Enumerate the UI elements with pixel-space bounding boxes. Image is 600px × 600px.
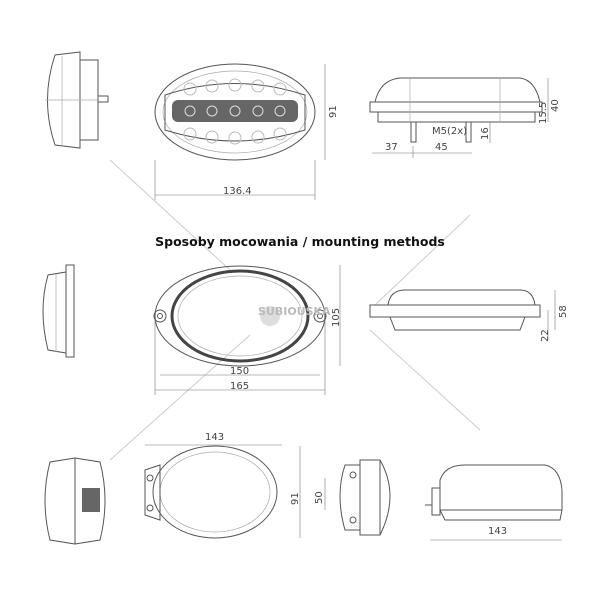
dim-outer-width: 165 <box>230 381 250 392</box>
bolt-label: M5(2x) <box>432 126 468 137</box>
dim-side-base: 15.5 <box>538 101 549 124</box>
bottom-side-view-right <box>425 464 563 541</box>
page-title: Sposoby mocowania / mounting methods <box>155 234 445 249</box>
dim-inner-width: 150 <box>230 366 250 377</box>
dim-bracket-height: 50 <box>314 491 325 504</box>
watermark: SUBIOUSKA <box>258 305 331 318</box>
top-front-view <box>154 63 326 200</box>
dim-bottom-width: 143 <box>205 432 225 443</box>
dim-middle-height: 105 <box>331 307 342 327</box>
dim-middle-side-height: 58 <box>558 305 569 318</box>
dim-bolt-spacing: 45 <box>435 142 448 153</box>
dim-side-height: 40 <box>550 99 561 112</box>
dim-front-width: 136.4 <box>223 186 252 197</box>
dim-bolt-length: 16 <box>480 127 491 140</box>
dim-bottom-height: 91 <box>290 492 301 505</box>
middle-side-view-right <box>369 289 556 340</box>
guide-lines <box>109 159 481 461</box>
bottom-front-view <box>144 444 326 539</box>
dim-middle-side-base: 22 <box>540 329 551 342</box>
top-side-view-right <box>369 77 549 158</box>
dim-offset-left: 37 <box>385 142 398 153</box>
top-side-view-left <box>45 51 109 149</box>
dim-bottom-side-width: 143 <box>488 526 508 537</box>
middle-front-view <box>153 265 341 395</box>
bottom-side-view-small <box>339 459 391 536</box>
dim-front-height: 91 <box>328 105 339 118</box>
bottom-side-view-left <box>44 457 106 545</box>
middle-side-view-left <box>42 264 75 358</box>
